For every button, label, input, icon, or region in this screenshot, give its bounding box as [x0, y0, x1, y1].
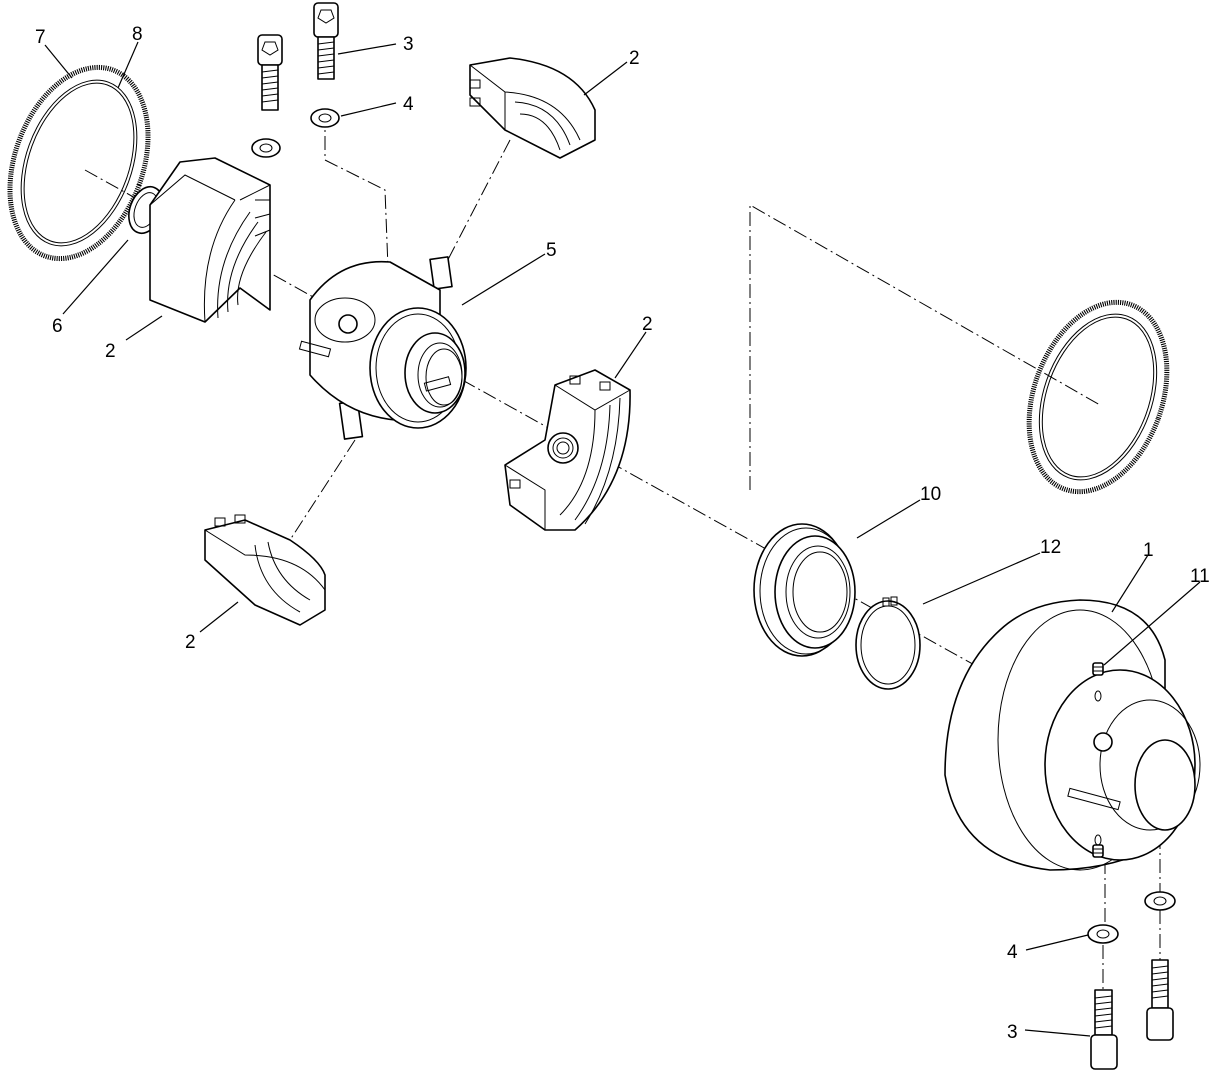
callout-5: 5: [546, 240, 557, 261]
shoe-segment-top-right: [469, 57, 596, 159]
shoe-segment-left: [149, 157, 271, 323]
callout-2: 2: [629, 48, 640, 69]
callout-2: 2: [105, 341, 116, 362]
spring-ring-right: [1026, 299, 1170, 495]
callout-4: 4: [1007, 942, 1018, 963]
cap-screw-bottom-right: [1146, 959, 1174, 1041]
hub-spider: [298, 256, 467, 440]
callout-1: 1: [1143, 540, 1154, 561]
set-screw-top: [1092, 662, 1104, 676]
ball-bearing: [753, 523, 856, 657]
callout-3: 3: [403, 34, 414, 55]
lock-washer-bottom-right: [1144, 891, 1176, 911]
callout-2: 2: [185, 632, 196, 653]
callout-8: 8: [132, 24, 143, 45]
set-screw-bottom: [1092, 844, 1104, 858]
lock-washer-top-left: [251, 138, 281, 158]
callout-11: 11: [1190, 566, 1210, 587]
callout-10: 10: [920, 484, 941, 505]
lock-washer-bottom-left: [1087, 924, 1119, 944]
callout-12: 12: [1040, 537, 1061, 558]
cap-screw-top: [313, 2, 339, 80]
retaining-ring: [855, 596, 921, 690]
callout-4: 4: [403, 94, 414, 115]
cap-screw-top-left: [257, 34, 283, 111]
callout-labels: 7 8 3 4 2 5 6 2 2 10 12 1 11 2 4 3: [35, 24, 1210, 1043]
callout-3: 3: [1007, 1022, 1018, 1043]
shoe-segment-bottom-left: [204, 514, 326, 626]
callout-6: 6: [52, 316, 63, 337]
drum-housing: [944, 599, 1201, 871]
lock-washer-top: [310, 108, 340, 128]
cap-screw-bottom-left: [1090, 989, 1118, 1070]
shoe-segment-middle: [504, 369, 631, 531]
callout-2: 2: [642, 314, 653, 335]
spring-ring-left: [7, 64, 151, 262]
leader-lines: [44, 41, 1201, 1037]
callout-7: 7: [35, 27, 46, 48]
